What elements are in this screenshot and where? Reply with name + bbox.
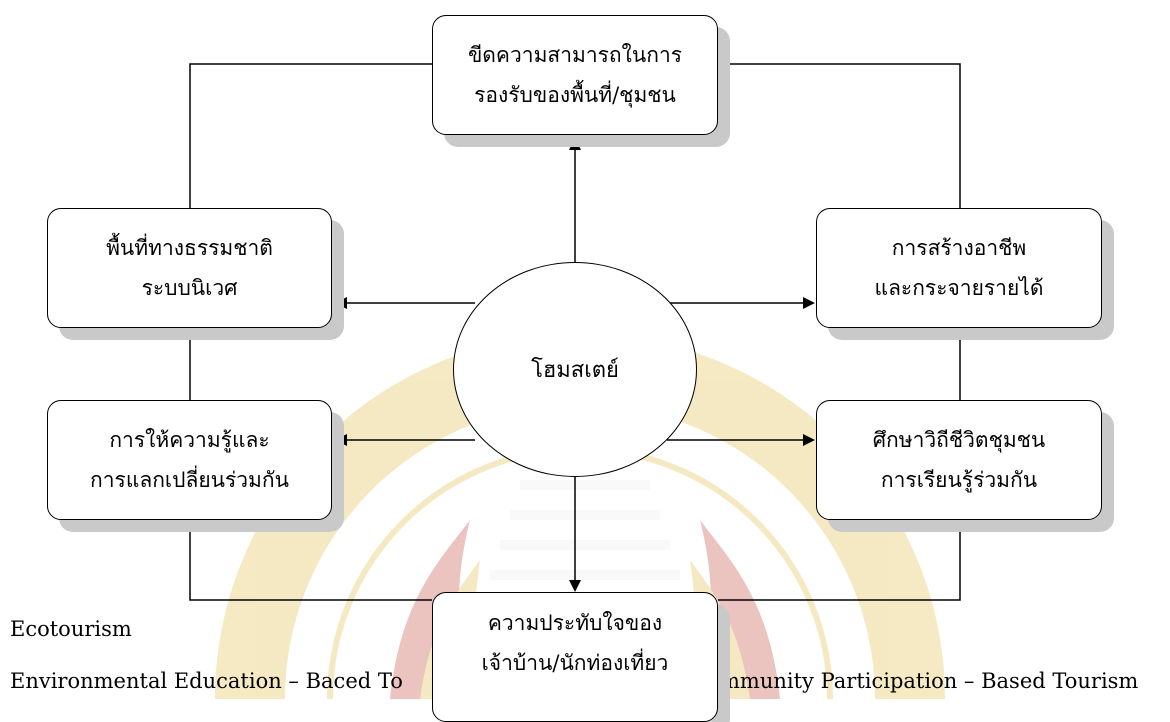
box-right-upper-line2: และกระจายรายได้ — [874, 276, 1044, 300]
box-top-line1: ขีดความสามารถในการ — [467, 43, 683, 67]
box-right-lower-community-life: ศึกษาวิถีชีวิตชุมชน การเรียนรู้ร่วมกัน — [816, 400, 1102, 520]
center-label: โฮมสเตย์ — [531, 358, 619, 383]
box-bottom-line1: ความประทับใจของ — [487, 611, 663, 635]
box-left-lower-line2: การแลกเปลี่ยนร่วมกัน — [90, 468, 289, 492]
box-left-upper-line2: ระบบนิเวศ — [141, 276, 238, 300]
box-left-upper-natural-area: พื้นที่ทางธรรมชาติ ระบบนิเวศ — [47, 208, 332, 328]
footer-line-left: Environmental Education – Baced To — [10, 669, 403, 693]
box-left-lower-line1: การให้ความรู้และ — [109, 428, 270, 452]
center-homestay-ellipse: โฮมสเตย์ — [453, 262, 697, 477]
footer-line-right: mmunity Participation – Based Tourism — [720, 669, 1139, 693]
frame-line-bottom-right — [718, 520, 961, 601]
box-right-lower-line2: การเรียนรู้ร่วมกัน — [880, 468, 1038, 492]
footer-ecotourism: Ecotourism — [10, 617, 132, 641]
box-right-upper-line1: การสร้างอาชีพ — [891, 236, 1027, 260]
connector-lines — [189, 63, 961, 601]
frame-line-bottom-left — [189, 520, 432, 601]
box-top-line2: รองรับของพื้นที่/ชุมชน — [474, 83, 676, 107]
box-top-carrying-capacity: ขีดความสามารถในการ รองรับของพื้นที่/ชุมช… — [432, 15, 718, 135]
box-left-lower-knowledge: การให้ความรู้และ การแลกเปลี่ยนร่วมกัน — [47, 400, 332, 520]
frame-line-top-right — [718, 63, 961, 208]
box-bottom-impression: ความประทับใจของ เจ้าบ้าน/นักท่องเที่ยว — [432, 592, 718, 722]
box-left-upper-line1: พื้นที่ทางธรรมชาติ — [106, 236, 273, 260]
box-right-lower-line1: ศึกษาวิถีชีวิตชุมชน — [872, 428, 1046, 452]
frame-line-top-left — [189, 63, 432, 208]
box-right-upper-income: การสร้างอาชีพ และกระจายรายได้ — [816, 208, 1102, 328]
box-bottom-line2: เจ้าบ้าน/นักท่องเที่ยว — [481, 651, 669, 675]
